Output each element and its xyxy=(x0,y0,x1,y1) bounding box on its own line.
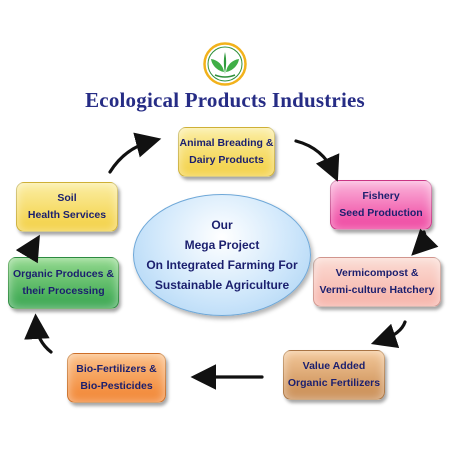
fishery-box: Fishery Seed Production xyxy=(330,180,432,230)
mega-project-ellipse: Our Mega Project On Integrated Farming F… xyxy=(133,194,311,316)
arrow-organic-to-soil xyxy=(15,234,40,264)
bio-fertilizers-box: Bio-Fertilizers & Bio-Pesticides xyxy=(67,353,166,403)
vermicompost-line2: Vermi-culture Hatchery xyxy=(319,284,435,296)
fishery-line2: Seed Production xyxy=(339,207,423,219)
soil-health-box: Soil Health Services xyxy=(16,182,118,232)
organic-produces-line1: Organic Produces & xyxy=(13,268,114,280)
fishery-line1: Fishery xyxy=(362,190,400,202)
animal-breeding-box: Animal Breading & Dairy Products xyxy=(178,127,275,177)
company-title: Ecological Products Industries xyxy=(85,88,365,112)
animal-breeding-line2: Dairy Products xyxy=(189,154,264,166)
center-line1: Our xyxy=(211,218,233,232)
bio-fertilizers-line1: Bio-Fertilizers & xyxy=(76,363,157,375)
arrow-vermi-to-value xyxy=(370,320,407,349)
organic-produces-box: Organic Produces & their Processing xyxy=(8,257,119,309)
soil-health-line2: Health Services xyxy=(27,209,107,221)
arrow-bio-to-organic xyxy=(24,313,53,354)
center-line4: Sustainable Agriculture xyxy=(154,278,290,292)
arrow-soil-to-animal xyxy=(108,132,162,174)
arrow-animal-to-fishery xyxy=(294,139,340,182)
bio-fertilizers-line2: Bio-Pesticides xyxy=(80,380,153,392)
vermicompost-box: Vermicompost & Vermi-culture Hatchery xyxy=(313,257,441,307)
center-line3: On Integrated Farming For xyxy=(146,258,298,272)
value-added-line2: Organic Fertilizers xyxy=(287,377,381,389)
vermicompost-line1: Vermicompost & xyxy=(335,267,419,279)
organic-produces-line2: their Processing xyxy=(22,285,105,297)
animal-breeding-line1: Animal Breading & xyxy=(179,137,274,149)
leaf-sprout-icon xyxy=(203,42,247,86)
value-added-box: Value Added Organic Fertilizers xyxy=(283,350,385,400)
center-line2: Mega Project xyxy=(184,238,260,252)
value-added-line1: Value Added xyxy=(302,360,366,372)
soil-health-line1: Soil xyxy=(57,192,77,204)
arrow-fishery-to-vermi xyxy=(411,228,439,256)
